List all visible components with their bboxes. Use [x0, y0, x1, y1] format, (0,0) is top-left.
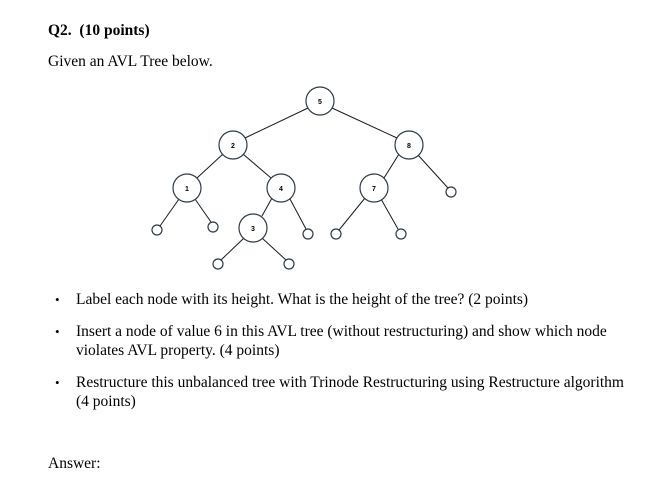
- tree-nodes: 5 2 8 1 4 7 3: [151, 86, 457, 270]
- edge-3-ext-right: [261, 237, 287, 261]
- external-node: [445, 186, 457, 198]
- edge-5-2: [244, 107, 309, 139]
- answer-label: Answer:: [48, 455, 101, 472]
- task-text: Label each node with its height. What is…: [76, 291, 529, 308]
- task-text: Restructure this unbalanced tree with Tr…: [76, 374, 624, 410]
- question-intro: Given an AVL Tree below.: [48, 53, 213, 70]
- tree-edges: [159, 107, 449, 261]
- edge-3-ext-left: [220, 237, 245, 261]
- tree-node-4: 4: [266, 173, 296, 203]
- task-list: • Label each node with its height. What …: [48, 290, 628, 424]
- question-title: Q2. (10 points): [48, 22, 150, 39]
- external-node: [212, 258, 224, 270]
- task-item: • Insert a node of value 6 in this AVL t…: [48, 322, 628, 360]
- tree-node-8: 8: [394, 130, 424, 160]
- edge-2-4: [242, 153, 272, 179]
- svg-text:3: 3: [251, 226, 255, 233]
- external-node: [207, 221, 219, 233]
- edge-1-ext-right: [194, 198, 212, 223]
- tree-node-2: 2: [218, 130, 248, 160]
- external-node: [283, 258, 295, 270]
- edge-8-ext-right: [417, 154, 449, 189]
- avl-tree-diagram: 5 2 8 1 4 7 3: [151, 86, 457, 270]
- tree-node-5: 5: [305, 86, 335, 116]
- svg-text:5: 5: [318, 99, 322, 106]
- external-node: [151, 224, 163, 236]
- edge-7-ext-left: [338, 197, 366, 231]
- task-item: • Restructure this unbalanced tree with …: [48, 373, 628, 411]
- edge-7-ext-right: [380, 198, 399, 230]
- external-node: [330, 228, 342, 240]
- edge-4-3: [261, 197, 273, 217]
- tree-node-1: 1: [172, 173, 202, 203]
- bullet-icon: •: [55, 375, 60, 390]
- tree-node-7: 7: [359, 173, 389, 203]
- svg-text:2: 2: [231, 143, 235, 150]
- edge-8-7: [383, 153, 400, 179]
- edge-4-ext-right: [289, 198, 307, 230]
- svg-text:4: 4: [279, 186, 283, 193]
- external-node: [395, 228, 407, 240]
- task-item: • Label each node with its height. What …: [48, 290, 628, 309]
- bullet-icon: •: [55, 292, 60, 307]
- edge-1-ext-left: [159, 198, 180, 227]
- svg-text:7: 7: [372, 186, 376, 193]
- external-node: [302, 228, 314, 240]
- task-text: Insert a node of value 6 in this AVL tre…: [76, 323, 607, 359]
- tree-node-3: 3: [238, 213, 268, 243]
- edge-2-1: [196, 153, 224, 179]
- bullet-icon: •: [55, 324, 60, 339]
- svg-text:1: 1: [185, 186, 189, 193]
- svg-text:8: 8: [407, 143, 411, 150]
- edge-5-8: [331, 107, 398, 139]
